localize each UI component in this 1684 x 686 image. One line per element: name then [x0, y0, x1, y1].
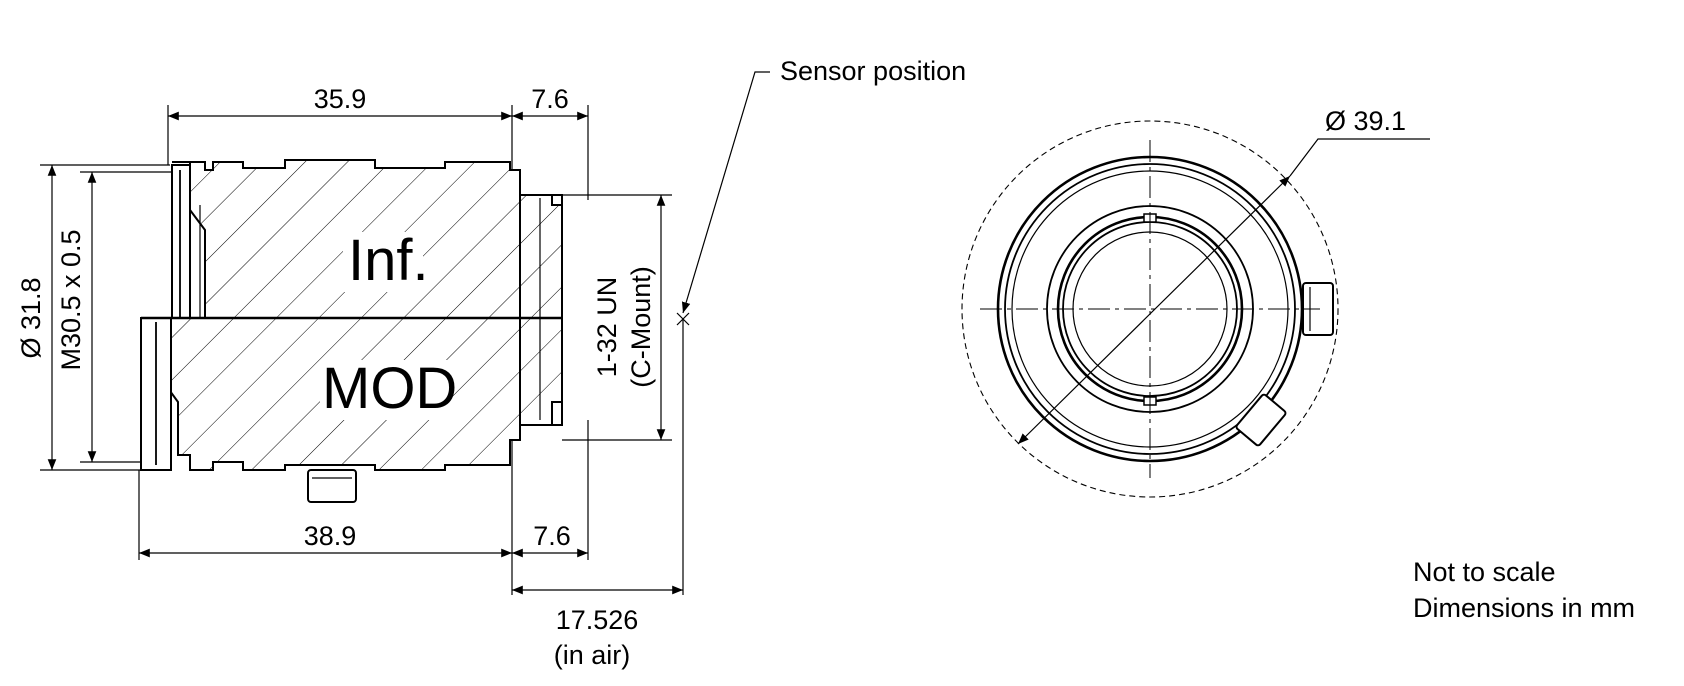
dim-mount-thread: 1-32 UN	[592, 277, 622, 378]
front-cap-upper	[171, 164, 191, 319]
front-lock-screw	[1235, 393, 1287, 447]
mount-flange	[519, 194, 563, 426]
dim-flange-back: 17.526	[556, 605, 639, 635]
dim-top-flange: 7.6	[531, 84, 569, 114]
side-view: Inf. MOD	[140, 159, 563, 503]
notes: Not to scale Dimensions in mm	[1413, 557, 1635, 623]
dim-mount-type: (C-Mount)	[626, 266, 656, 388]
mod-label: MOD	[322, 356, 457, 421]
note-units: Dimensions in mm	[1413, 593, 1635, 623]
dim-outer-diameter: Ø 31.8	[16, 277, 46, 358]
infinity-label: Inf.	[348, 228, 429, 293]
dim-front-diameter: Ø 39.1	[1325, 106, 1406, 136]
dim-bottom-length: 38.9	[304, 521, 357, 551]
dim-bottom-flange: 7.6	[533, 521, 571, 551]
side-dimensions: 35.9 7.6 38.9 7.6 17.526 (in air) Ø 31.8…	[16, 56, 966, 670]
sensor-position-label: Sensor position	[780, 56, 966, 86]
front-view: Ø 39.1	[961, 106, 1430, 498]
dim-top-length: 35.9	[314, 84, 367, 114]
set-screw	[307, 469, 357, 503]
note-not-to-scale: Not to scale	[1413, 557, 1556, 587]
dim-flange-back-note: (in air)	[554, 640, 631, 670]
dim-filter-thread: M30.5 x 0.5	[56, 229, 86, 370]
